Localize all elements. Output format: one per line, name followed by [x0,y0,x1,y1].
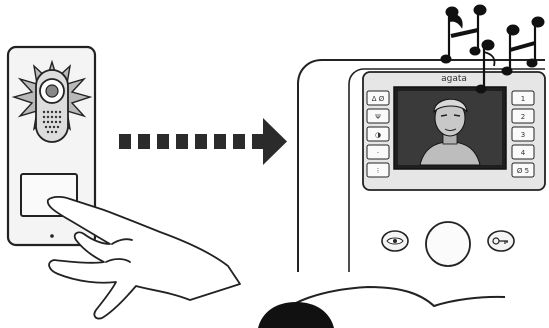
right-key-label: 4 [521,149,526,157]
partial-circle-shape [258,302,334,328]
monitor-controls [382,222,514,266]
right-key-label: Ø 5 [517,167,529,175]
video-monitor: agata Δ Ø Ψ ◑ · ⁝ 1 2 3 4 Ø 5 [270,60,545,328]
left-key-label: ◑ [375,131,381,139]
left-key-label: · [377,149,379,157]
video-screen [394,87,506,169]
left-keypad: Δ Ø Ψ ◑ · ⁝ [367,91,389,177]
right-key-label: 2 [521,113,525,121]
right-key-label: 3 [521,131,525,139]
center-talk-button[interactable] [426,222,470,266]
left-key-label: ⁝ [377,167,379,175]
right-keypad: 1 2 3 4 Ø 5 [512,91,534,177]
brand-logo: agata [441,74,467,84]
arrow-right-icon [119,118,287,165]
left-key-label: Ψ [375,113,381,121]
right-key-label: 1 [521,95,525,103]
pressing-hand [48,197,240,319]
eye-icon [387,238,403,244]
left-key-label: Δ Ø [372,95,385,103]
